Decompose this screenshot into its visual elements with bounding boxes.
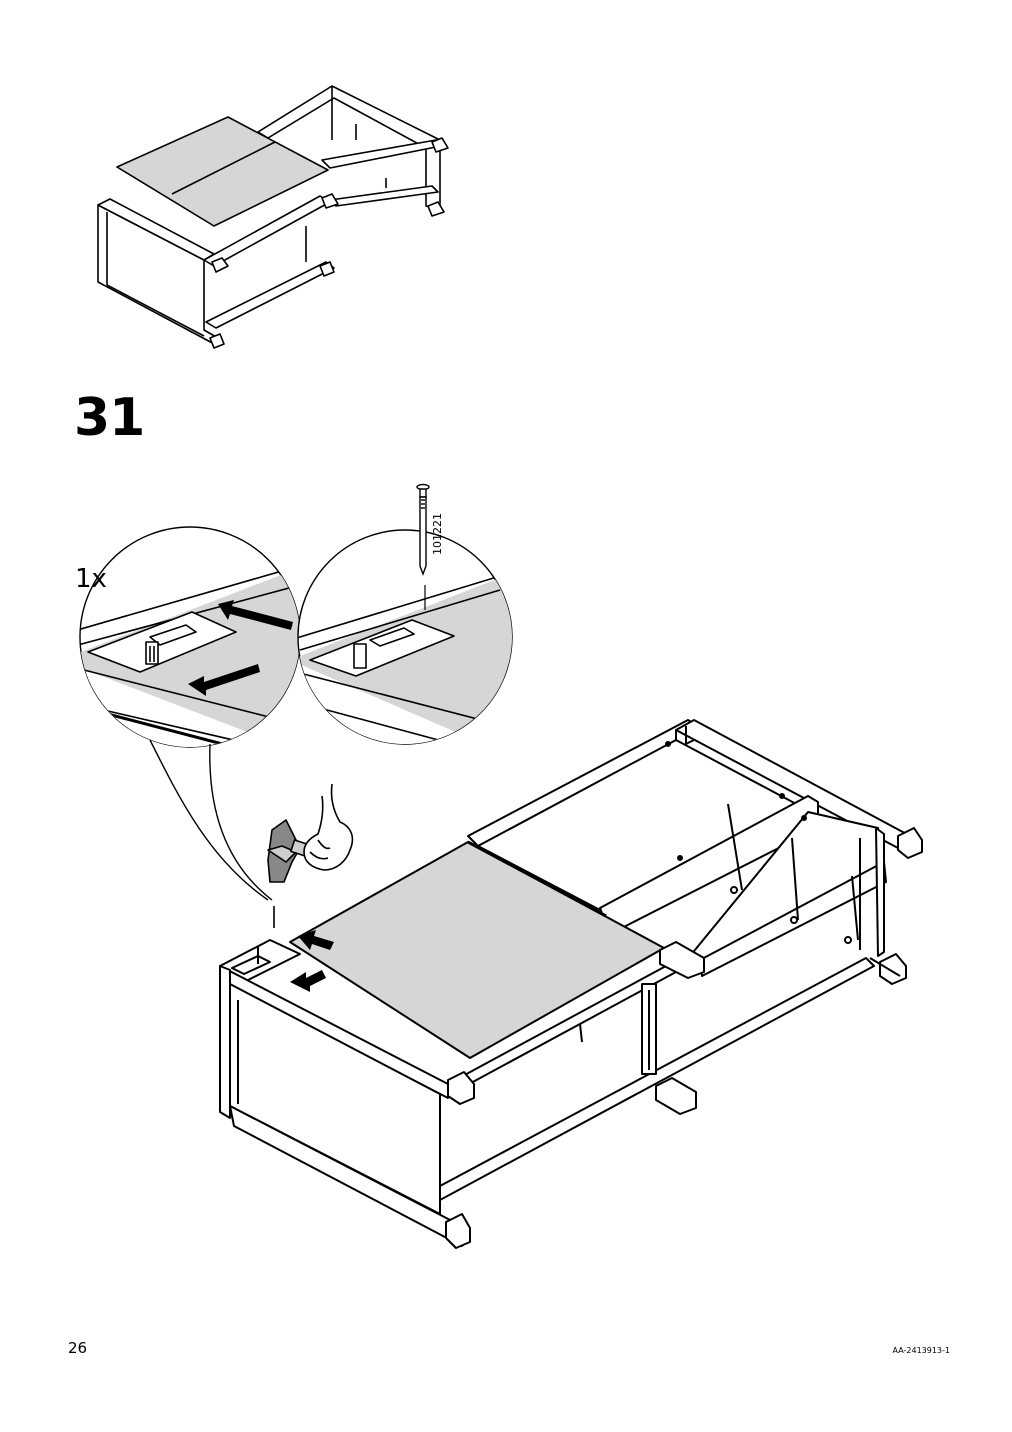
part-number: 101221 [431,513,444,555]
hand-icon [304,784,352,870]
push-arrow-icon [218,600,293,630]
overview-diagram [98,86,448,348]
page-number: 26 [68,1339,88,1357]
main-assembly [220,720,922,1248]
fastener-quantity: 1x [75,564,107,594]
detail-circle-before [60,527,320,900]
detail-circle-after [290,485,520,801]
push-arrow-icon [298,930,334,950]
document-code: AA-2413913-1 [892,1346,950,1355]
step-number: 31 [74,388,145,448]
nail-icon [417,485,429,611]
pull-arrow-icon [290,970,326,992]
pull-arrow-icon [188,664,260,696]
